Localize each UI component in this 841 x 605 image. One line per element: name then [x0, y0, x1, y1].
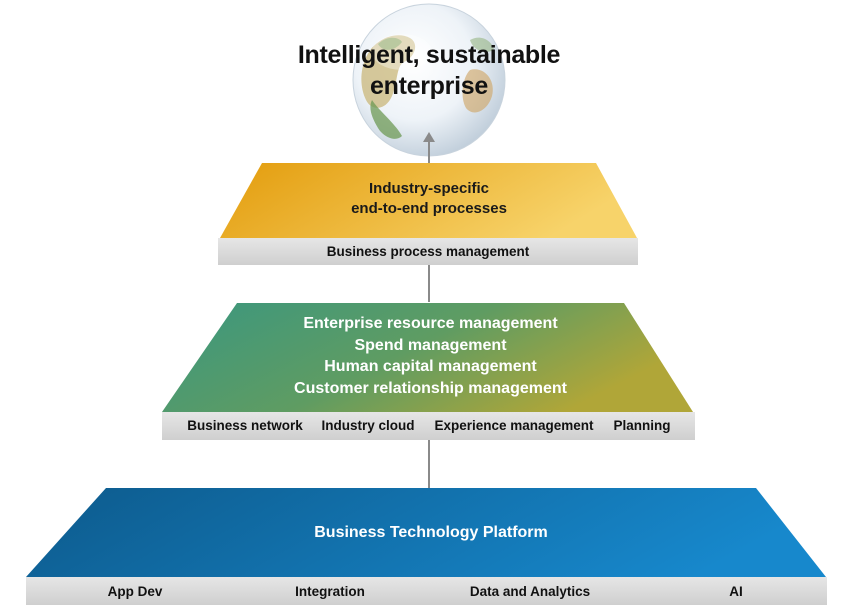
goal-title-line2: enterprise — [370, 72, 488, 100]
globe-icon — [352, 3, 506, 157]
bottom-layer-trapezoid — [26, 488, 826, 577]
goal-title-line1: Intelligent, sustainable — [297, 41, 561, 69]
bottom-bar-label: Integration — [295, 584, 365, 599]
middle-bar-label: Business network — [187, 418, 303, 433]
bottom-bar-label: Data and Analytics — [469, 584, 591, 599]
middle-layer-text: Enterprise resource management Spend man… — [237, 313, 624, 399]
middle-bar-label: Experience management — [434, 418, 594, 433]
top-layer-line: Industry-specific — [368, 180, 490, 197]
middle-bar-label: Planning — [613, 418, 671, 433]
top-layer-trapezoid — [220, 163, 637, 238]
middle-layer-line: Human capital management — [324, 358, 537, 375]
goal-title: Intelligent, sustainable enterprise — [221, 40, 637, 102]
arrow-up-icon — [423, 132, 435, 142]
top-bar-label: Business process management — [326, 244, 530, 259]
middle-layer-bar — [162, 412, 695, 440]
top-layer-bar — [218, 238, 638, 265]
bottom-layer-title: Business Technology Platform — [314, 524, 548, 541]
middle-bar-label: Industry cloud — [321, 418, 415, 433]
middle-layer-line: Customer relationship management — [294, 379, 567, 397]
top-layer-line: end-to-end processes — [351, 200, 507, 217]
bottom-bar-label: AI — [729, 584, 743, 599]
middle-layer-line: Enterprise resource management — [303, 315, 558, 332]
bottom-layer-bar — [26, 577, 827, 605]
middle-layer-trapezoid — [162, 303, 693, 412]
bottom-bar-label: App Dev — [107, 584, 163, 599]
middle-layer-line: Spend management — [354, 336, 507, 354]
top-layer-text: Industry-specific end-to-end processes — [262, 179, 596, 219]
